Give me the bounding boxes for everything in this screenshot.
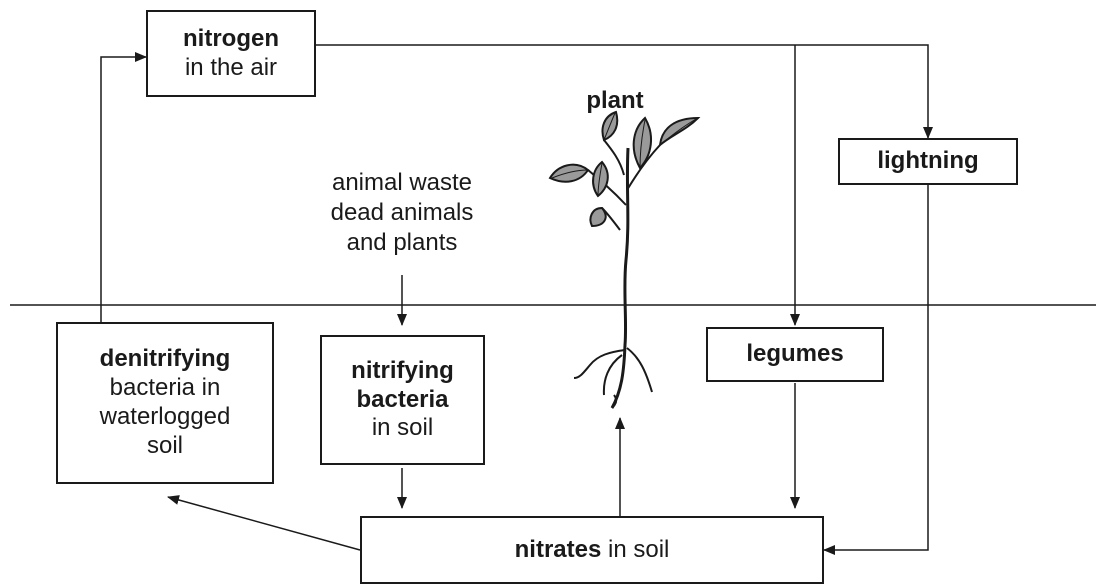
nitrogen-label: nitrogen: [183, 25, 279, 54]
denitrifying-label: denitrifying: [100, 345, 231, 374]
animal-waste-label: animal waste dead animals and plants: [300, 168, 504, 258]
bacteria-label: bacteria: [356, 386, 448, 415]
nitrifying-label: nitrifying: [351, 357, 454, 386]
animal-waste-line3: and plants: [300, 228, 504, 258]
arrow-denitrifying-to-nitrogen: [101, 57, 146, 322]
lightning-box: lightning: [838, 138, 1018, 185]
plant-icon: [550, 112, 698, 408]
nitrogen-sublabel: in the air: [185, 54, 277, 83]
nitrogen-air-box: nitrogen in the air: [146, 10, 316, 97]
animal-waste-line1: animal waste: [300, 168, 504, 198]
nitrates-sublabel: in soil: [601, 536, 669, 565]
denitrifying-line1: bacteria in: [110, 374, 221, 403]
lightning-label: lightning: [877, 147, 978, 176]
animal-waste-line2: dead animals: [300, 198, 504, 228]
nitrifying-box: nitrifying bacteria in soil: [320, 335, 485, 465]
legumes-label: legumes: [746, 340, 843, 369]
nitrates-box: nitrates in soil: [360, 516, 824, 584]
plant-label: plant: [560, 86, 670, 116]
legumes-box: legumes: [706, 327, 884, 382]
denitrifying-line2: waterlogged: [100, 403, 231, 432]
nitrifying-sublabel: in soil: [372, 414, 433, 443]
denitrifying-box: denitrifying bacteria in waterlogged soi…: [56, 322, 274, 484]
nitrates-label: nitrates: [515, 536, 602, 565]
arrow-nitrates-to-denitrifying: [168, 497, 360, 550]
denitrifying-line3: soil: [147, 432, 183, 461]
